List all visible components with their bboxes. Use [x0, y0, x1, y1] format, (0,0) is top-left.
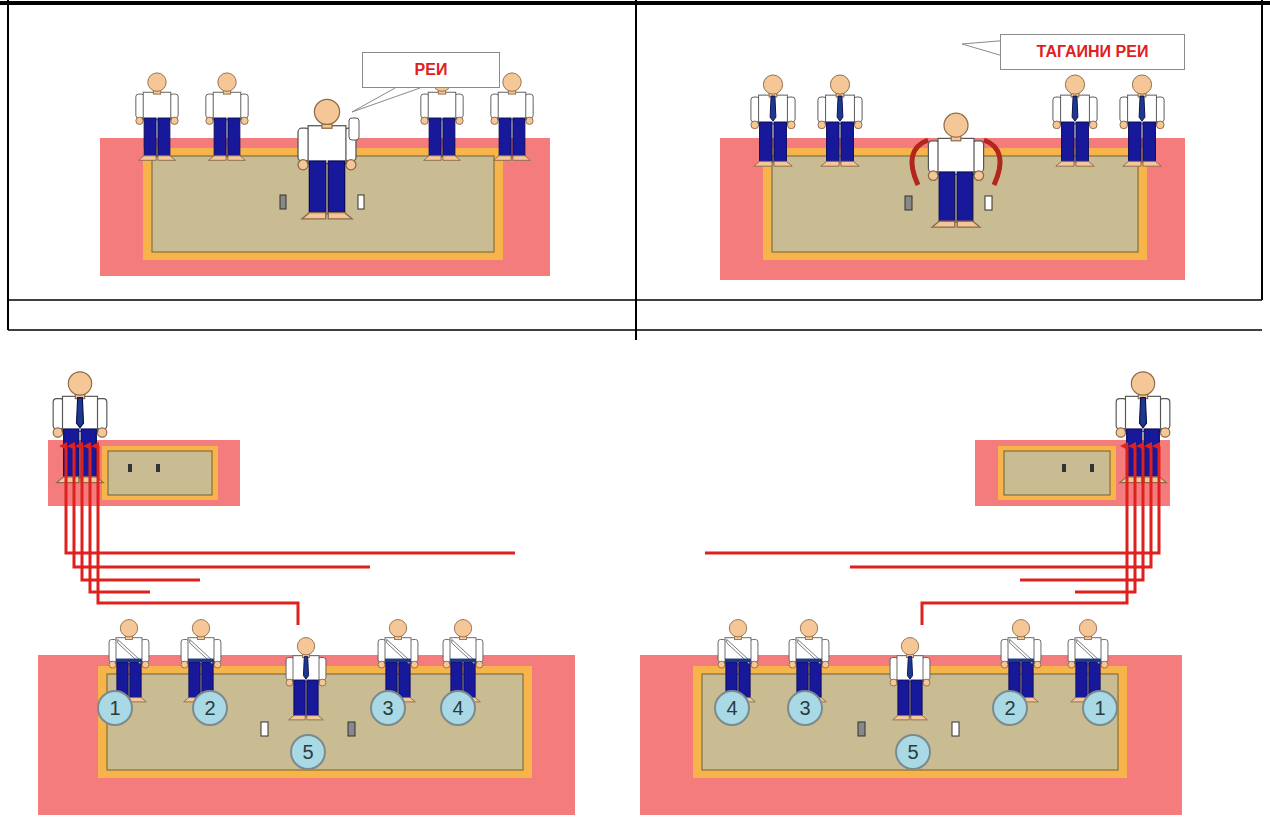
frame-line [8, 299, 1262, 301]
judge-table [48, 372, 240, 506]
person-figure [443, 620, 483, 702]
marker-strip [156, 464, 160, 472]
person-figure [1120, 75, 1164, 166]
callout-number-text: 4 [452, 698, 463, 718]
person-figure [818, 75, 862, 166]
mat-border [693, 666, 1127, 778]
command-text: РЕИ [415, 61, 448, 79]
callout-number: 5 [290, 734, 326, 770]
movement-arrow [98, 446, 298, 625]
marker-strip [348, 722, 355, 736]
movement-arrow [850, 446, 1151, 567]
person-figure [181, 620, 221, 702]
callout-number-text: 2 [204, 698, 215, 718]
people-row [136, 73, 533, 219]
callout-number: 2 [992, 690, 1028, 726]
movement-arrow [82, 446, 200, 580]
person-figure [928, 113, 983, 227]
judge-table [975, 372, 1170, 506]
movement-arrow [74, 446, 370, 567]
person-figure [136, 73, 178, 160]
people-row [109, 620, 483, 720]
marker-strip [358, 195, 364, 209]
marker-strip [280, 195, 286, 209]
callout-number-text: 5 [302, 742, 313, 762]
frame-line [635, 0, 637, 340]
marker-strip [1090, 464, 1094, 472]
callout-number-text: 3 [799, 698, 810, 718]
callout-number-text: 1 [109, 698, 120, 718]
person-figure [890, 638, 930, 720]
marker-strip [985, 196, 992, 210]
callout-number: 3 [370, 690, 406, 726]
callout-number: 2 [192, 690, 228, 726]
speech-bubble: ТАГАИНИ РЕИ [1000, 34, 1185, 70]
table-inner [108, 451, 212, 495]
bow-motion-arc [912, 140, 928, 185]
person-figure [1053, 75, 1097, 166]
person-figure [286, 638, 326, 720]
table-border [998, 446, 1116, 500]
frame-line [7, 0, 9, 330]
callout-number: 5 [895, 734, 931, 770]
people-row [718, 620, 1108, 720]
marker-strip [1062, 464, 1066, 472]
command-text: ТАГАИНИ РЕИ [1037, 43, 1149, 61]
callout-number-text: 4 [726, 698, 737, 718]
callout-number-text: 3 [382, 698, 393, 718]
marker-strip [858, 722, 865, 736]
person-figure [751, 75, 795, 166]
callout-number-text: 1 [1094, 698, 1105, 718]
movement-arrow [1020, 446, 1143, 580]
person-figure [718, 620, 758, 702]
movement-arrows [66, 446, 515, 625]
person-figure [206, 73, 248, 160]
callout-number: 1 [1082, 690, 1118, 726]
mat-inner [702, 674, 1118, 770]
callout-number-text: 2 [1004, 698, 1015, 718]
marker-strip [261, 722, 268, 736]
callout-number: 1 [97, 690, 133, 726]
movement-arrow [705, 446, 1159, 553]
person-figure [298, 99, 356, 219]
bubble-tail [352, 88, 420, 112]
callout-number-text: 5 [907, 742, 918, 762]
raised-hand [349, 118, 359, 140]
marker-strip [905, 196, 912, 210]
table-border [102, 446, 218, 500]
bow-motion-arc [984, 140, 1000, 185]
movement-arrow [66, 446, 515, 553]
frame-line [8, 329, 1262, 331]
speech-bubble: РЕИ [362, 52, 500, 88]
marker-strip [128, 464, 132, 472]
callout-number: 4 [714, 690, 750, 726]
people-row [751, 75, 1164, 227]
movement-arrows [705, 446, 1159, 625]
table-inner [1004, 451, 1110, 495]
callout-number: 4 [440, 690, 476, 726]
frame-line [1261, 0, 1263, 300]
marker-strip [952, 722, 959, 736]
panel-frame [0, 0, 1270, 340]
movement-arrow [922, 446, 1127, 625]
callout-number: 3 [787, 690, 823, 726]
